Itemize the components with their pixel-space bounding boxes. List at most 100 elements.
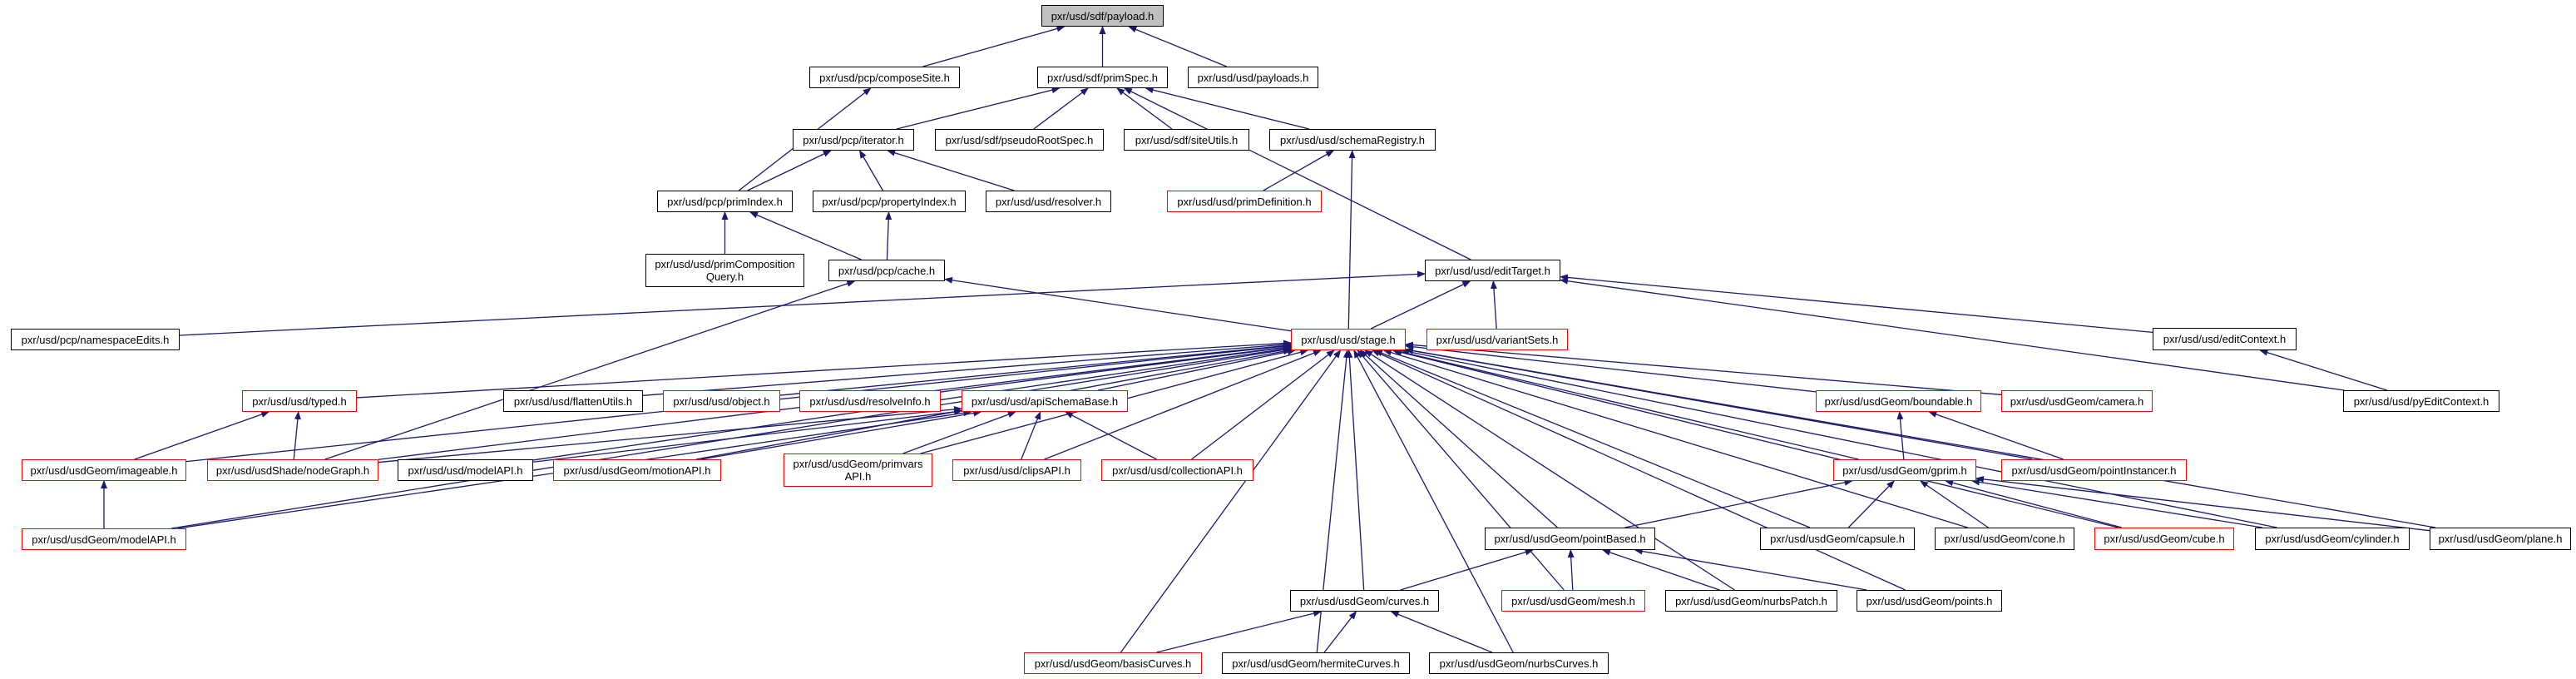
edge-composeSite-to-payload [922, 25, 1066, 67]
graph-node-capsule[interactable]: pxr/usd/usdGeom/capsule.h [1760, 528, 1915, 550]
edge-pseudoRootSpec-to-primSpec [1033, 87, 1089, 130]
graph-node-cylinder[interactable]: pxr/usd/usdGeom/cylinder.h [2255, 528, 2410, 550]
graph-node-primDefinition[interactable]: pxr/usd/usd/primDefinition.h [1167, 191, 1322, 212]
edge-editTarget-to-primSpec [1123, 87, 1471, 260]
graph-node-nurbsPatch[interactable]: pxr/usd/usdGeom/nurbsPatch.h [1665, 590, 1837, 612]
graph-node-iterator[interactable]: pxr/usd/pcp/iterator.h [793, 129, 914, 151]
graph-node-motionAPI[interactable]: pxr/usd/usdGeom/motionAPI.h [553, 459, 721, 481]
graph-node-composeSite[interactable]: pxr/usd/pcp/composeSite.h [809, 67, 960, 88]
graph-node-variantSets[interactable]: pxr/usd/usd/variantSets.h [1426, 329, 1568, 350]
edge-hermiteCurves-to-curves [1323, 611, 1357, 653]
edge-nurbsCurves-to-curves [1390, 611, 1493, 653]
graph-node-pyEditContext[interactable]: pxr/usd/usd/pyEditContext.h [2343, 390, 2499, 412]
graph-node-object[interactable]: pxr/usd/usd/object.h [663, 390, 780, 412]
graph-node-payloads[interactable]: pxr/usd/usd/payloads.h [1188, 67, 1318, 88]
graph-node-curves[interactable]: pxr/usd/usdGeom/curves.h [1290, 590, 1439, 612]
edge-primDefinition-to-schemaRegistry [1263, 150, 1335, 191]
graph-node-schemaRegistry[interactable]: pxr/usd/usd/schemaRegistry.h [1269, 129, 1436, 151]
edge-pyEditContext-to-editContext [2259, 349, 2387, 391]
edge-imageable-to-typed [134, 411, 270, 460]
graph-node-primCompositionQuery[interactable]: pxr/usd/usd/primComposition Query.h [645, 254, 804, 287]
graph-node-camera[interactable]: pxr/usd/usdGeom/camera.h [2001, 390, 2153, 412]
graph-node-pseudoRootSpec[interactable]: pxr/usd/sdf/pseudoRootSpec.h [935, 129, 1104, 151]
graph-node-resolver[interactable]: pxr/usd/usd/resolver.h [986, 191, 1111, 212]
graph-node-points[interactable]: pxr/usd/usdGeom/points.h [1857, 590, 2002, 612]
graph-node-imageable[interactable]: pxr/usd/usdGeom/imageable.h [22, 459, 186, 481]
graph-node-primvarsAPI[interactable]: pxr/usd/usdGeom/primvars API.h [784, 453, 932, 487]
edge-collectionAPI-to-apiSchemaBase [1065, 411, 1157, 460]
edge-capsule-to-stage [1373, 349, 1811, 528]
graph-node-mesh[interactable]: pxr/usd/usdGeom/mesh.h [1501, 590, 1645, 612]
graph-node-cube[interactable]: pxr/usd/usdGeom/cube.h [2094, 528, 2234, 550]
edge-points-to-pointBased [1634, 548, 1867, 591]
edge-clipsAPI-to-apiSchemaBase [1021, 411, 1041, 460]
graph-node-plane[interactable]: pxr/usd/usdGeom/plane.h [2430, 528, 2571, 550]
edge-cache-to-primIndex [749, 211, 862, 260]
graph-node-cone[interactable]: pxr/usd/usdGeom/cone.h [1935, 528, 2074, 550]
graph-node-nurbsCurves[interactable]: pxr/usd/usdGeom/nurbsCurves.h [1429, 652, 1609, 674]
edge-resolveInfo-to-stage [940, 344, 1292, 393]
graph-node-collectionAPI[interactable]: pxr/usd/usd/collectionAPI.h [1101, 459, 1253, 481]
edge-cone-to-stage [1382, 349, 1968, 528]
graph-node-primIndex[interactable]: pxr/usd/pcp/primIndex.h [657, 191, 793, 212]
edge-payloads-to-payload [1128, 26, 1227, 67]
edge-gprim-to-stage [1393, 349, 1859, 460]
graph-node-apiSchemaBase[interactable]: pxr/usd/usd/apiSchemaBase.h [962, 390, 1128, 412]
edge-propertyIndex-to-iterator [858, 150, 884, 191]
edge-plane-to-gprim [1975, 475, 2430, 532]
edge-pointBased-to-stage [1359, 349, 1558, 528]
edge-gprim-to-boundable [1896, 411, 1905, 460]
graph-node-flattenUtils[interactable]: pxr/usd/usd/flattenUtils.h [503, 390, 643, 412]
edge-cone-to-gprim [1920, 480, 1989, 528]
edge-curves-to-stage [1346, 349, 1365, 591]
graph-node-propertyIndex[interactable]: pxr/usd/pcp/propertyIndex.h [813, 191, 966, 212]
graph-node-cache[interactable]: pxr/usd/pcp/cache.h [828, 260, 945, 281]
graph-node-primSpec[interactable]: pxr/usd/sdf/primSpec.h [1037, 67, 1168, 88]
graph-node-siteUtils[interactable]: pxr/usd/sdf/siteUtils.h [1124, 129, 1249, 151]
graph-node-hermiteCurves[interactable]: pxr/usd/usdGeom/hermiteCurves.h [1222, 652, 1410, 674]
graph-node-editContext[interactable]: pxr/usd/usd/editContext.h [2153, 328, 2297, 350]
graph-node-clipsAPI[interactable]: pxr/usd/usd/clipsAPI.h [952, 459, 1081, 481]
graph-node-typed[interactable]: pxr/usd/usd/typed.h [242, 390, 357, 412]
edge-curves-to-pointBased [1400, 548, 1534, 591]
edge-collectionAPI-to-stage [1191, 349, 1335, 460]
graph-node-pointInstancer[interactable]: pxr/usd/usdGeom/pointInstancer.h [2001, 459, 2187, 481]
edge-nodeGraph-to-typed [293, 411, 301, 460]
graph-node-namespaceEdits[interactable]: pxr/usd/pcp/namespaceEdits.h [11, 329, 180, 350]
edge-namespaceEdits-to-editTarget [179, 270, 1426, 336]
graph-node-stage[interactable]: pxr/usd/usd/stage.h [1291, 329, 1406, 350]
edge-stage-to-editTarget [1370, 280, 1471, 330]
edge-modelAPI-to-apiSchemaBase [532, 409, 962, 463]
edge-nurbsCurves-to-stage [1353, 349, 1514, 653]
edge-clipsAPI-to-stage [1044, 349, 1322, 460]
graph-node-geomModelAPI[interactable]: pxr/usd/usdGeom/modelAPI.h [22, 528, 186, 550]
edge-variantSets-to-editTarget [1490, 280, 1497, 330]
edge-cylinder-to-gprim [1971, 478, 2262, 528]
edge-resolver-to-iterator [887, 149, 1015, 191]
edge-nodeGraph-to-cache [324, 280, 856, 460]
graph-node-gprim[interactable]: pxr/usd/usdGeom/gprim.h [1833, 459, 1976, 481]
edge-cube-to-stage [1392, 349, 2119, 528]
edge-editContext-to-editTarget [1560, 274, 2153, 334]
edge-cube-to-gprim [1945, 479, 2123, 528]
graph-node-editTarget[interactable]: pxr/usd/usd/editTarget.h [1425, 260, 1560, 281]
edge-basisCurves-to-curves [1156, 610, 1323, 653]
graph-node-nodeGraph[interactable]: pxr/usd/usdShade/nodeGraph.h [207, 459, 378, 481]
graph-node-modelAPI[interactable]: pxr/usd/usd/modelAPI.h [398, 459, 533, 481]
edge-schemaRegistry-to-primSpec [1145, 87, 1310, 130]
edge-points-to-stage [1372, 349, 1906, 591]
graph-node-resolveInfo[interactable]: pxr/usd/usd/resolveInfo.h [799, 390, 941, 412]
edge-apiSchemaBase-to-stage [1097, 348, 1296, 391]
edge-nurbsPatch-to-stage [1364, 349, 1735, 591]
graph-node-pointBased[interactable]: pxr/usd/usdGeom/pointBased.h [1485, 528, 1655, 550]
edge-cache-to-propertyIndex [885, 211, 892, 260]
edge-pointBased-to-gprim [1624, 478, 1853, 528]
edge-plane-to-stage [1405, 347, 2436, 528]
edge-nodeGraph-to-apiSchemaBase [378, 406, 962, 463]
graph-node-boundable[interactable]: pxr/usd/usdGeom/boundable.h [1816, 390, 1981, 412]
edge-pointInstancer-to-boundable [1928, 411, 2064, 460]
edge-capsule-to-gprim [1847, 480, 1895, 528]
graph-node-basisCurves[interactable]: pxr/usd/usdGeom/basisCurves.h [1024, 652, 1202, 674]
